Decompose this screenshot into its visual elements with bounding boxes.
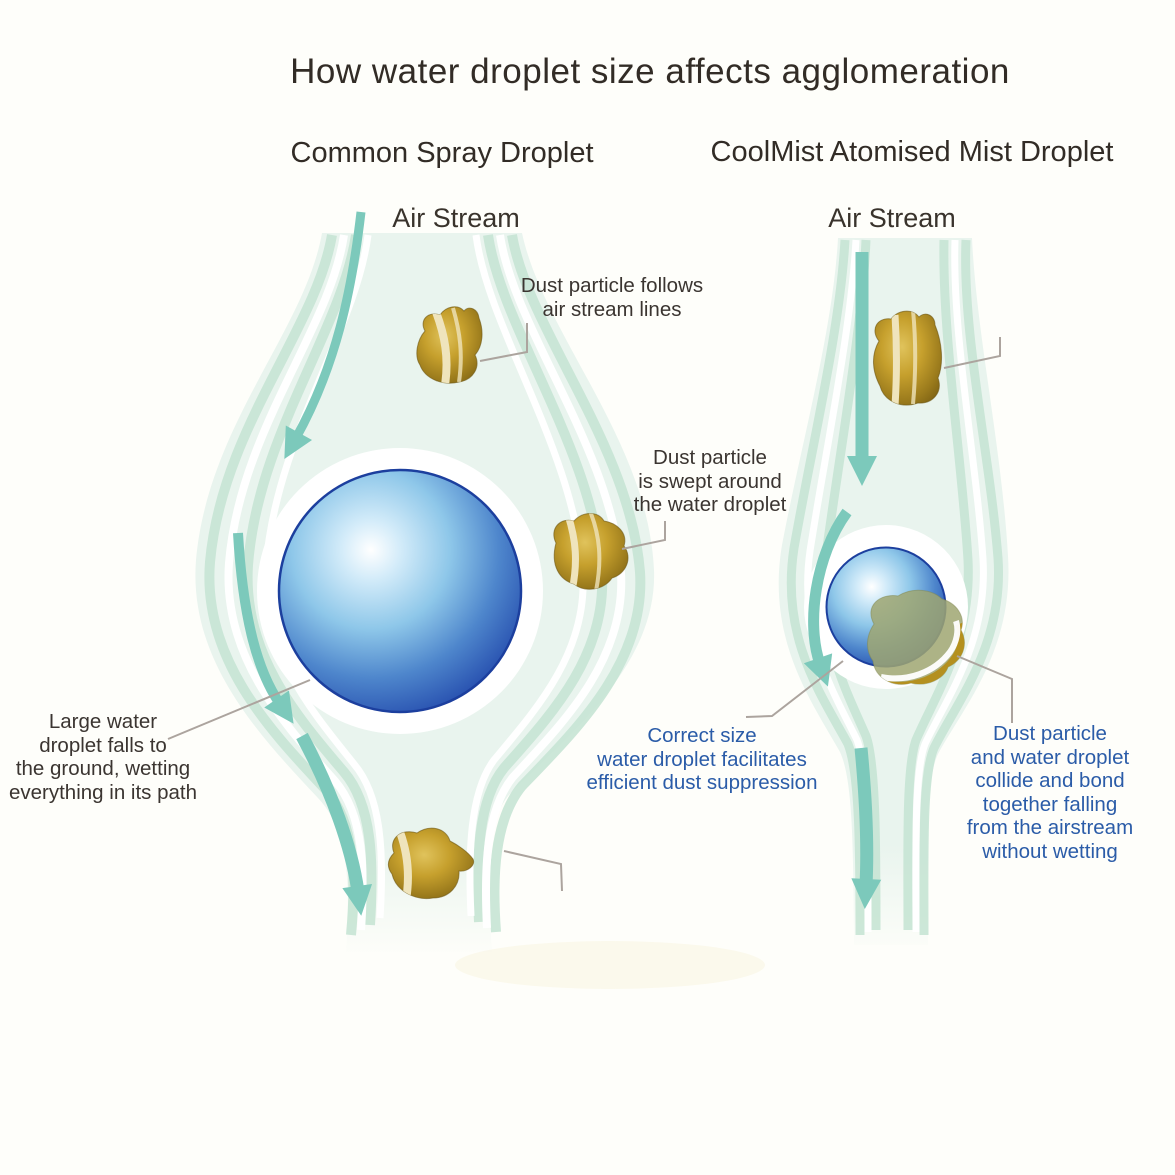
- annotation-dust-swept: Dust particle is swept around the water …: [634, 446, 787, 517]
- pointer-line-top-right: [943, 337, 1001, 369]
- annotation-collide-bond: Dust particle and water droplet collide …: [967, 722, 1133, 863]
- annotation-line: Correct size: [647, 724, 757, 747]
- flow-arrow-icon: [803, 508, 852, 687]
- annotation-line: Dust particle: [993, 722, 1107, 745]
- dust-particle-icon-top-left: [416, 306, 483, 384]
- right-air-stream-label: Air Stream: [828, 203, 956, 233]
- faint-watermark: [455, 941, 765, 989]
- pointer-line-bottom-left: [503, 850, 563, 892]
- annotation-line: Dust particle: [653, 446, 767, 469]
- right-panel-subtitle: CoolMist Atomised Mist Droplet: [710, 136, 1114, 168]
- annotation-line: droplet falls to: [39, 733, 167, 757]
- annotation-line: efficient dust suppression: [586, 771, 818, 794]
- annotation-line: without wetting: [982, 839, 1118, 863]
- flow-arrow-icon: [296, 732, 373, 916]
- annotation-line: collide and bond: [975, 769, 1125, 792]
- flow-arrow-icon: [233, 532, 294, 724]
- right-flow-arrows: [803, 252, 882, 909]
- annotation-correct-size: Correct size water droplet facilitates e…: [587, 724, 818, 795]
- dust-particle-icon-bottom-left-panel: [387, 827, 475, 900]
- left-flow-arrows: [233, 211, 373, 916]
- dust-particle-icon-top-right-panel: [873, 310, 943, 406]
- page-title: How water droplet size affects agglomera…: [290, 52, 1010, 91]
- pointer-line-correct: [745, 660, 844, 718]
- left-air-stream-label: Air Stream: [392, 203, 520, 233]
- pointer-lines: [167, 323, 1013, 892]
- pointer-line-swept: [621, 521, 666, 550]
- annotation-line: water droplet facilitates: [597, 747, 807, 771]
- annotation-line: the ground, wetting: [15, 757, 191, 780]
- flow-arrow-icon: [284, 211, 366, 459]
- annotation-line: air stream lines: [542, 297, 682, 321]
- annotation-dust-follows: Dust particle follows air stream lines: [521, 274, 703, 321]
- annotation-line: is swept around: [638, 469, 782, 493]
- annotation-line: everything in its path: [8, 780, 198, 804]
- annotation-large-droplet: Large water droplet falls to the ground,…: [9, 710, 197, 804]
- pointer-line-follows: [479, 323, 528, 362]
- water-droplet-icon-large: [277, 468, 523, 714]
- annotation-line: the water droplet: [633, 493, 787, 516]
- annotation-line: together falling: [982, 792, 1118, 816]
- flow-arrow-icon: [851, 747, 882, 909]
- pointer-line-collide: [956, 655, 1013, 723]
- left-panel-subtitle: Common Spray Droplet: [290, 137, 594, 169]
- annotation-line: and water droplet: [970, 745, 1130, 769]
- annotation-line: Dust particle follows: [520, 274, 704, 297]
- pointer-line-falls: [167, 679, 311, 740]
- annotation-line: from the airstream: [966, 816, 1134, 839]
- annotation-line: Large water: [48, 710, 158, 733]
- dust-particle-icon-swept-left-panel: [553, 513, 629, 590]
